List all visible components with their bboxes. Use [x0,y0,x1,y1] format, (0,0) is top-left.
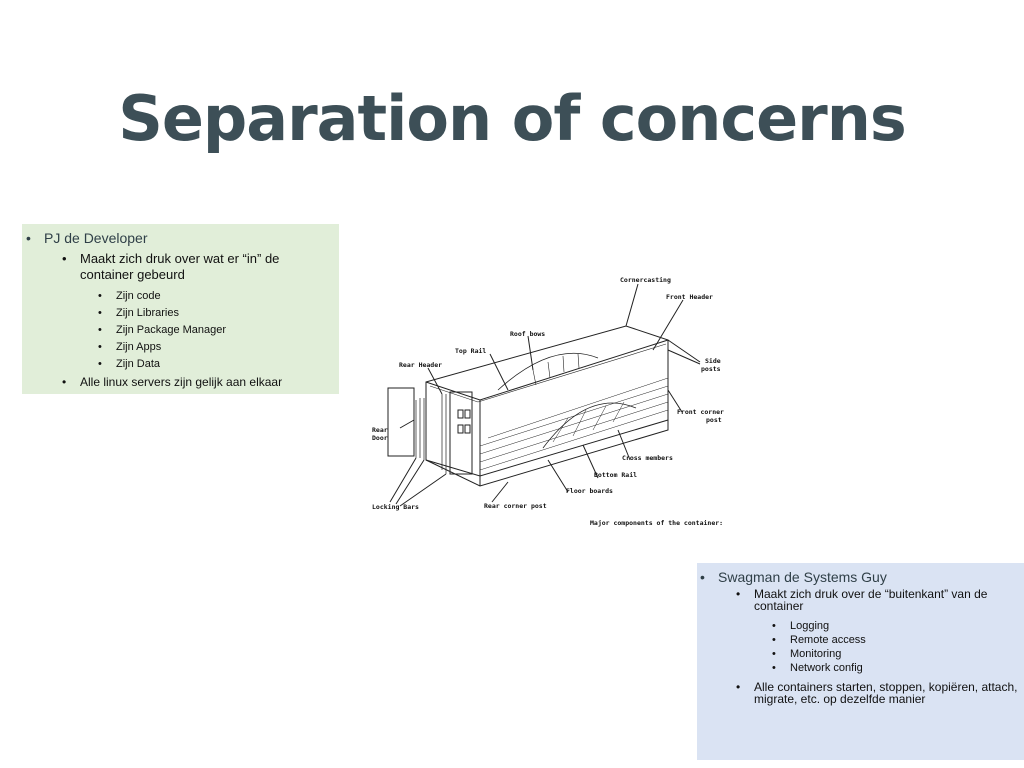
systems-guy-item: Maakt zich druk over de “buitenkant” van… [736,587,1014,675]
diagram-label-side-posts: posts [701,365,721,373]
developer-item: Alle linux servers zijn gelijk aan elkaa… [62,374,334,390]
developer-subitem: Zijn Libraries [98,306,334,320]
developer-item: Maakt zich druk over wat er “in” de cont… [62,251,334,371]
systems-guy-heading-text: Swagman de Systems Guy [718,569,887,585]
diagram-label-bottom-rail: Bottom Rail [594,471,637,479]
diagram-label-rear-header: Rear Header [399,361,442,369]
developer-heading-text: PJ de Developer [44,230,148,246]
systems-guy-subitem: Logging [772,619,1014,633]
diagram-label-front-corner-post: Front corner [677,408,724,416]
diagram-label-floor-boards: Floor boards [566,487,613,495]
developer-subitem: Zijn Package Manager [98,323,334,337]
developer-subitem: Zijn code [98,289,334,303]
diagram-label-roof-bows: Roof bows [510,330,545,338]
diagram-label-rear-door: Rear [372,426,388,434]
systems-guy-heading: Swagman de Systems Guy Maakt zich druk o… [700,569,1024,706]
systems-guy-box: Swagman de Systems Guy Maakt zich druk o… [697,563,1024,760]
slide-title: Separation of concerns [118,82,907,155]
diagram-label-cross-members: Cross members [622,454,673,462]
developer-item-text: Alle linux servers zijn gelijk aan elkaa… [80,375,283,389]
developer-box: PJ de Developer Maakt zich druk over wat… [22,224,339,394]
container-diagram: Cornercasting Front Header Roof bows Top… [372,276,724,527]
developer-heading: PJ de Developer Maakt zich druk over wat… [26,230,334,390]
diagram-caption: Major components of the container: [590,519,723,527]
systems-guy-subitem: Network config [772,661,1014,675]
diagram-label-rear-door: Door [372,434,388,442]
systems-guy-subitem: Remote access [772,633,1014,647]
diagram-label-cornercasting: Cornercasting [620,276,671,284]
diagram-label-top-rail: Top Rail [455,347,486,355]
systems-guy-item-text: Maakt zich druk over de “buitenkant” van… [754,587,988,613]
diagram-label-rear-corner-post: Rear corner post [484,502,547,510]
diagram-label-side-posts: Side [705,357,721,365]
diagram-label-front-header: Front Header [666,293,713,301]
developer-subitem: Zijn Apps [98,340,334,354]
diagram-label-front-corner-post: post [706,416,722,424]
developer-subitem: Zijn Data [98,357,334,371]
systems-guy-item-text: Alle containers starten, stoppen, kopiër… [754,680,1018,706]
systems-guy-item: Alle containers starten, stoppen, kopiër… [736,680,1024,706]
developer-item-text: Maakt zich druk over wat er “in” de cont… [80,251,280,282]
diagram-label-locking-bars: Locking Bars [372,503,419,511]
systems-guy-subitem: Monitoring [772,647,1014,661]
